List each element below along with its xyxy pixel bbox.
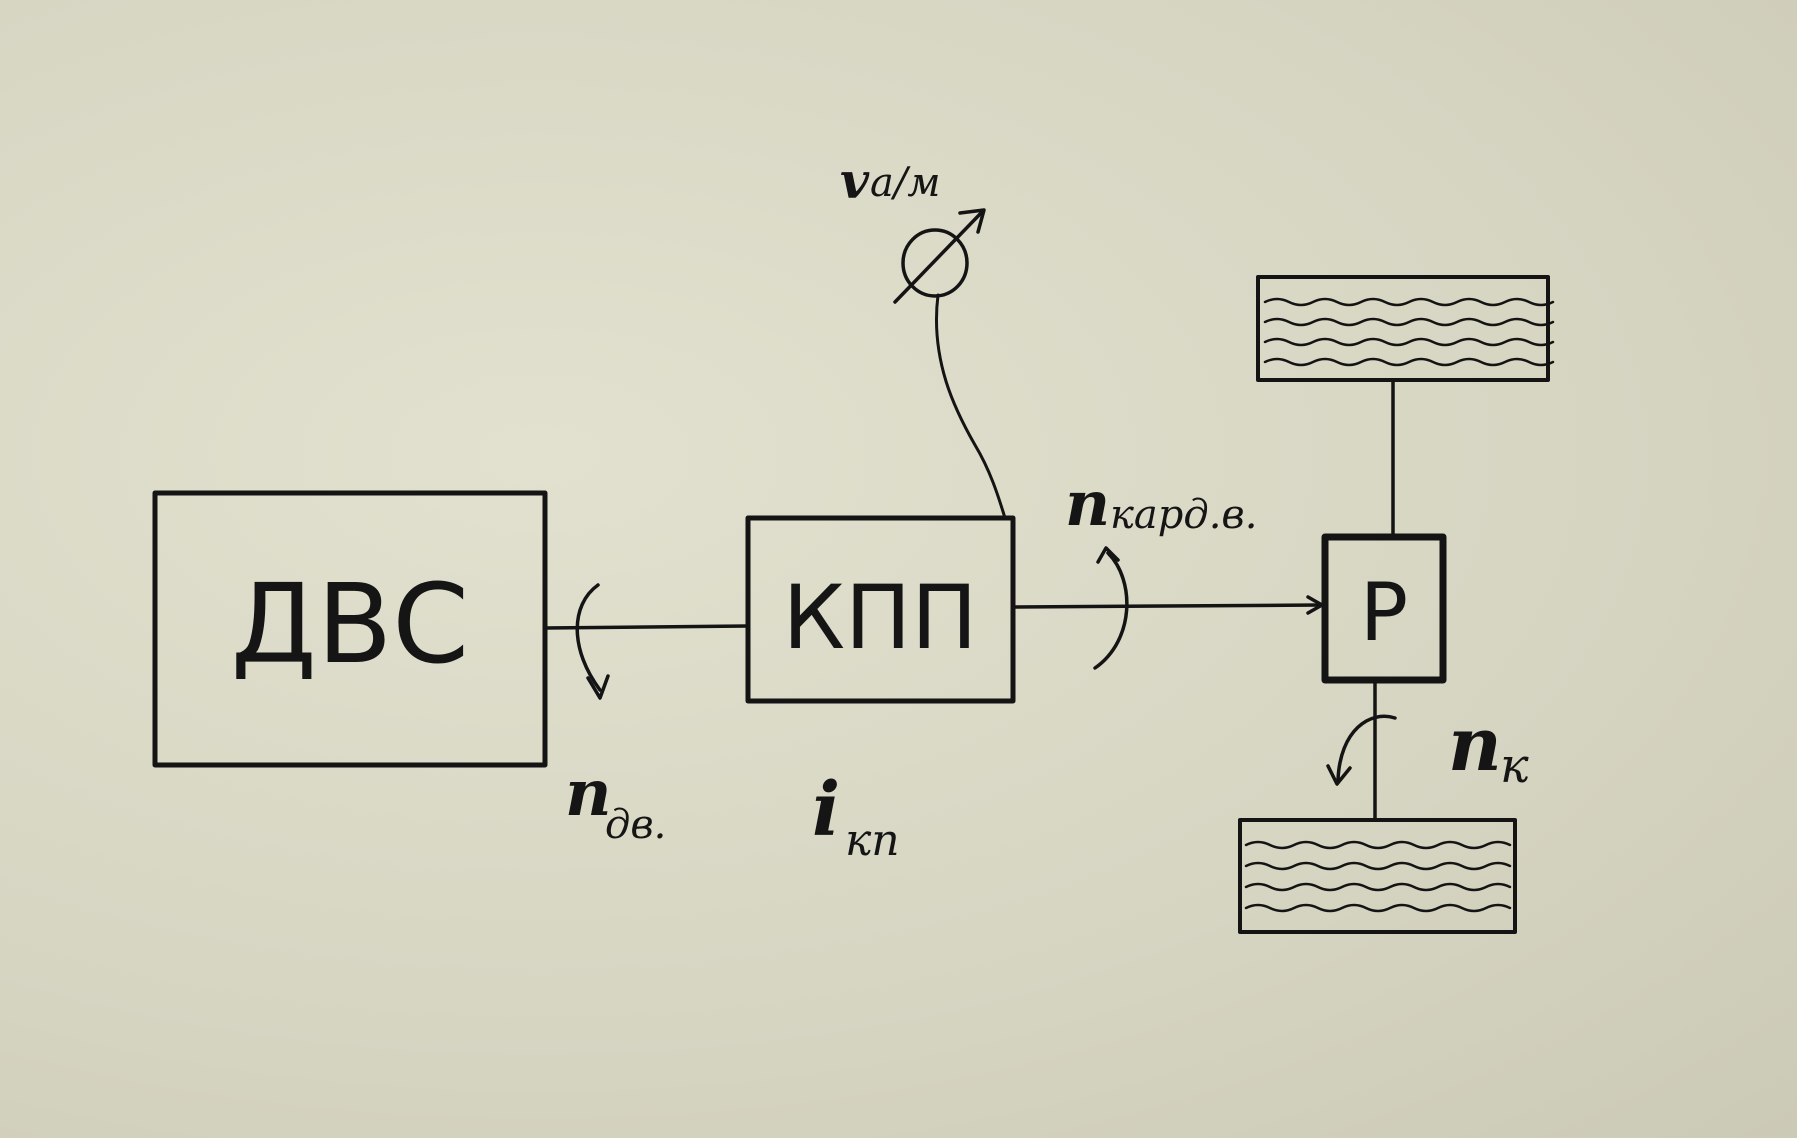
engine-speed-subscript: дв.: [605, 802, 666, 848]
speedometer-symbol: v: [840, 151, 870, 210]
differential-block: Р: [1321, 533, 1447, 684]
engine-block: ДВС: [152, 490, 548, 768]
engine-block-label: ДВС: [231, 560, 469, 688]
engine-rotation-arrow: [575, 583, 610, 700]
speedometer-icon: [893, 208, 986, 304]
upper-wheel: [1256, 275, 1555, 382]
cardan-speed-subscript: кард.в.: [1110, 492, 1257, 538]
cardan-shaft: [1011, 603, 1322, 609]
differential-block-label: Р: [1360, 566, 1408, 659]
gear-ratio-label: i кп: [812, 767, 900, 866]
wheel-speed-symbol: n: [1448, 702, 1502, 788]
gearbox-block: КПП: [745, 515, 1016, 704]
gear-ratio-symbol: i: [812, 767, 840, 853]
cardan-speed-symbol: n: [1065, 467, 1110, 540]
wheel-speed-label: n к: [1448, 702, 1529, 794]
engine-speed-label: n дв.: [565, 756, 666, 848]
gear-ratio-subscript: кп: [845, 815, 900, 866]
cardan-speed-label: n кард.в.: [1065, 467, 1257, 540]
lower-wheel: [1238, 818, 1517, 934]
cardan-rotation-arrow: [1093, 546, 1129, 670]
wheel-speed-subscript: к: [1500, 738, 1529, 794]
wheel-rotation-arrow: [1326, 714, 1397, 786]
speedometer-subscript: а/м: [870, 160, 941, 206]
gearbox-block-label: КПП: [783, 566, 978, 669]
engine-output-shaft: [543, 624, 750, 630]
engine-speed-symbol: n: [565, 756, 612, 831]
speedometer-cable: [935, 293, 1007, 520]
speedometer-label: v а/м: [840, 151, 941, 210]
